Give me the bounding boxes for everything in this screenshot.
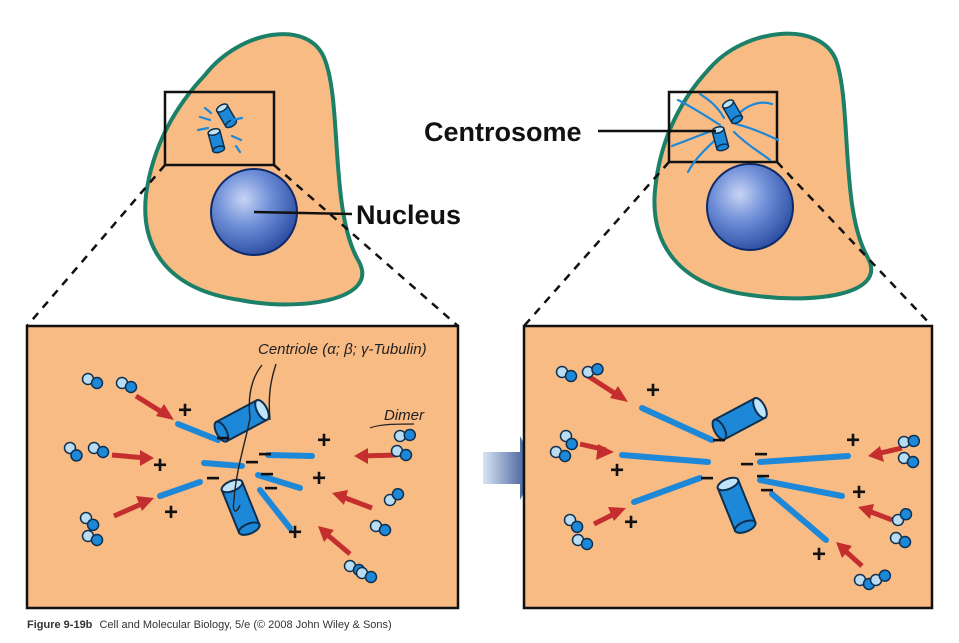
zoom-panel-right: + + + + + + − − − − − − — [522, 324, 934, 610]
svg-text:−: − — [260, 461, 274, 488]
centrosome-label: Centrosome — [424, 117, 582, 147]
svg-text:−: − — [258, 441, 272, 468]
svg-text:+: + — [153, 452, 167, 479]
centrosome-box-right — [667, 90, 779, 164]
svg-text:−: − — [206, 465, 220, 492]
zoom-lines — [26, 161, 933, 327]
nucleus-label: Nucleus — [356, 200, 461, 230]
svg-text:+: + — [312, 465, 326, 492]
svg-text:−: − — [760, 477, 774, 504]
svg-text:−: − — [740, 451, 754, 478]
svg-text:−: − — [216, 425, 230, 452]
arrows-left — [111, 393, 397, 556]
figure-caption: Figure 9-19b Cell and Molecular Biology,… — [27, 619, 392, 631]
svg-text:+: + — [846, 427, 860, 454]
svg-text:+: + — [852, 479, 866, 506]
arrows-right — [579, 373, 903, 568]
svg-text:+: + — [646, 377, 660, 404]
signs-right: + + + + + + − − − − − − — [610, 377, 866, 568]
svg-text:+: + — [624, 509, 638, 536]
figure-source: Cell and Molecular Biology, 5/e (© 2008 … — [99, 619, 391, 631]
cell-right — [652, 31, 873, 301]
signs-left: + + + + + + − − − − − − — [153, 397, 331, 546]
svg-text:+: + — [812, 541, 826, 568]
svg-text:+: + — [610, 457, 624, 484]
svg-text:−: − — [245, 449, 259, 476]
nucleus-right — [706, 163, 794, 251]
zoom-panel-left: + + + + + + − − − − − − Centriole (α; β;… — [25, 324, 460, 610]
microtubules-left — [157, 421, 315, 531]
svg-text:−: − — [700, 465, 714, 492]
microtubules-right — [619, 405, 851, 543]
svg-text:+: + — [288, 519, 302, 546]
svg-text:−: − — [756, 463, 770, 490]
dimer-annotation: Dimer — [384, 407, 425, 424]
centriole-annotation: Centriole (α; β; γ-Tubulin) — [258, 341, 427, 358]
svg-text:−: − — [264, 475, 278, 502]
centrosome-box-left — [163, 90, 276, 167]
handwritten-notes: Centriole (α; β; γ-Tubulin) Dimer — [232, 341, 427, 512]
nucleus-leader-line — [253, 210, 353, 216]
svg-text:+: + — [317, 427, 331, 454]
svg-text:−: − — [712, 427, 726, 454]
centrosome-left — [196, 101, 244, 155]
figure-number: Figure 9-19b — [27, 619, 93, 631]
svg-text:+: + — [178, 397, 192, 424]
centrosome-right — [670, 92, 780, 174]
svg-text:−: − — [754, 441, 768, 468]
cell-left — [143, 32, 365, 307]
svg-text:+: + — [164, 499, 178, 526]
